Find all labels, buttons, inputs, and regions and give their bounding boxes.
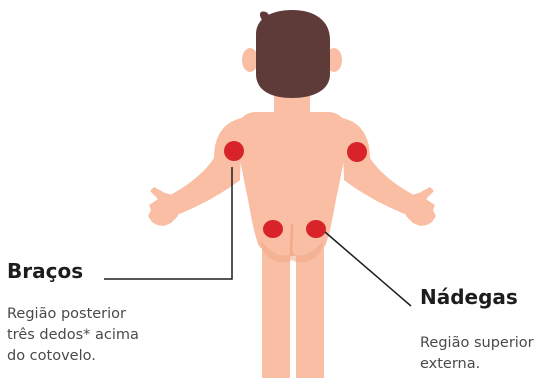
bracos-description-line: três dedos* acima — [7, 325, 139, 346]
legs — [262, 243, 324, 378]
bracos-description: Região posterior três dedos* acima do co… — [7, 304, 139, 367]
left-arm — [168, 118, 242, 216]
bracos-description-line: Região posterior — [7, 304, 139, 325]
right-hand — [406, 187, 436, 226]
left-ear — [242, 48, 258, 72]
injection-site-right-buttock — [306, 220, 326, 238]
left-hand — [148, 187, 178, 226]
buttock-crease — [291, 224, 292, 256]
nadegas-description-line: externa. — [420, 354, 534, 375]
head — [256, 10, 330, 98]
injection-site-left-arm — [224, 141, 244, 161]
bracos-title: Braços — [7, 259, 83, 283]
nadegas-leader-line — [325, 232, 411, 306]
nadegas-title: Nádegas — [420, 285, 518, 309]
left-leg — [262, 243, 290, 378]
injection-site-left-buttock — [263, 220, 283, 238]
bracos-description-line: do cotovelo. — [7, 346, 139, 367]
hair — [256, 10, 330, 98]
injection-site-right-arm — [347, 142, 367, 162]
right-leg — [296, 243, 324, 378]
nadegas-description: Região superior externa. — [420, 333, 534, 375]
nadegas-description-line: Região superior — [420, 333, 534, 354]
right-arm — [342, 118, 416, 216]
